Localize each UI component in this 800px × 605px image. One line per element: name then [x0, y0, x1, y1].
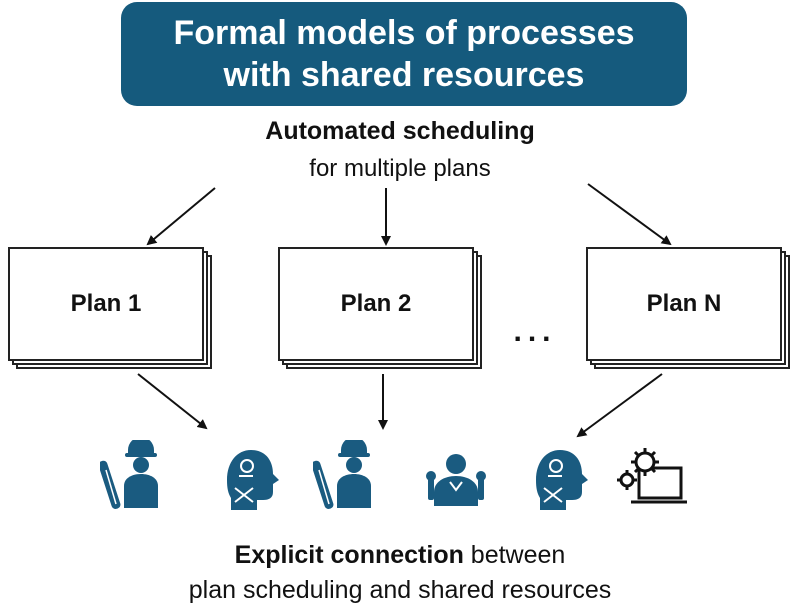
robot-head-icon [536, 450, 588, 510]
footer-line-1: Explicit connection between [0, 540, 800, 570]
arrow-to-plan-n [587, 183, 672, 246]
plan-card-2: Plan 2 [278, 247, 483, 369]
robot-head-icon [227, 450, 279, 510]
plan-label: Plan N [646, 290, 722, 317]
footer-rest-text: between [463, 541, 566, 569]
engineer-with-blueprint-icon [313, 440, 371, 509]
worker-with-tools-icon [426, 454, 486, 506]
arrow-from-plan-1 [137, 373, 208, 430]
plan-label: Plan 2 [340, 290, 412, 317]
plan-card-1: Plan 1 [8, 247, 213, 369]
scheduling-subtitle: for multiple plans [309, 155, 491, 182]
plan-card-n: Plan N [586, 247, 791, 369]
engineer-with-blueprint-icon [100, 440, 158, 509]
plan-label: Plan 1 [70, 290, 142, 317]
ellipsis: ... [513, 315, 557, 348]
arrow-from-plan-n [576, 373, 663, 438]
header-box: Formal models of processes with shared r… [121, 2, 687, 106]
header-line-2: with shared resources [223, 56, 585, 94]
footer-bold-text: Explicit connection [234, 541, 464, 569]
footer-line-2: plan scheduling and shared resources [188, 576, 612, 604]
scheduling-title: Automated scheduling [265, 117, 535, 145]
arrow-to-plan-1 [146, 187, 216, 246]
header-line-1: Formal models of processes [173, 14, 635, 52]
computer-gears-icon [617, 448, 687, 504]
